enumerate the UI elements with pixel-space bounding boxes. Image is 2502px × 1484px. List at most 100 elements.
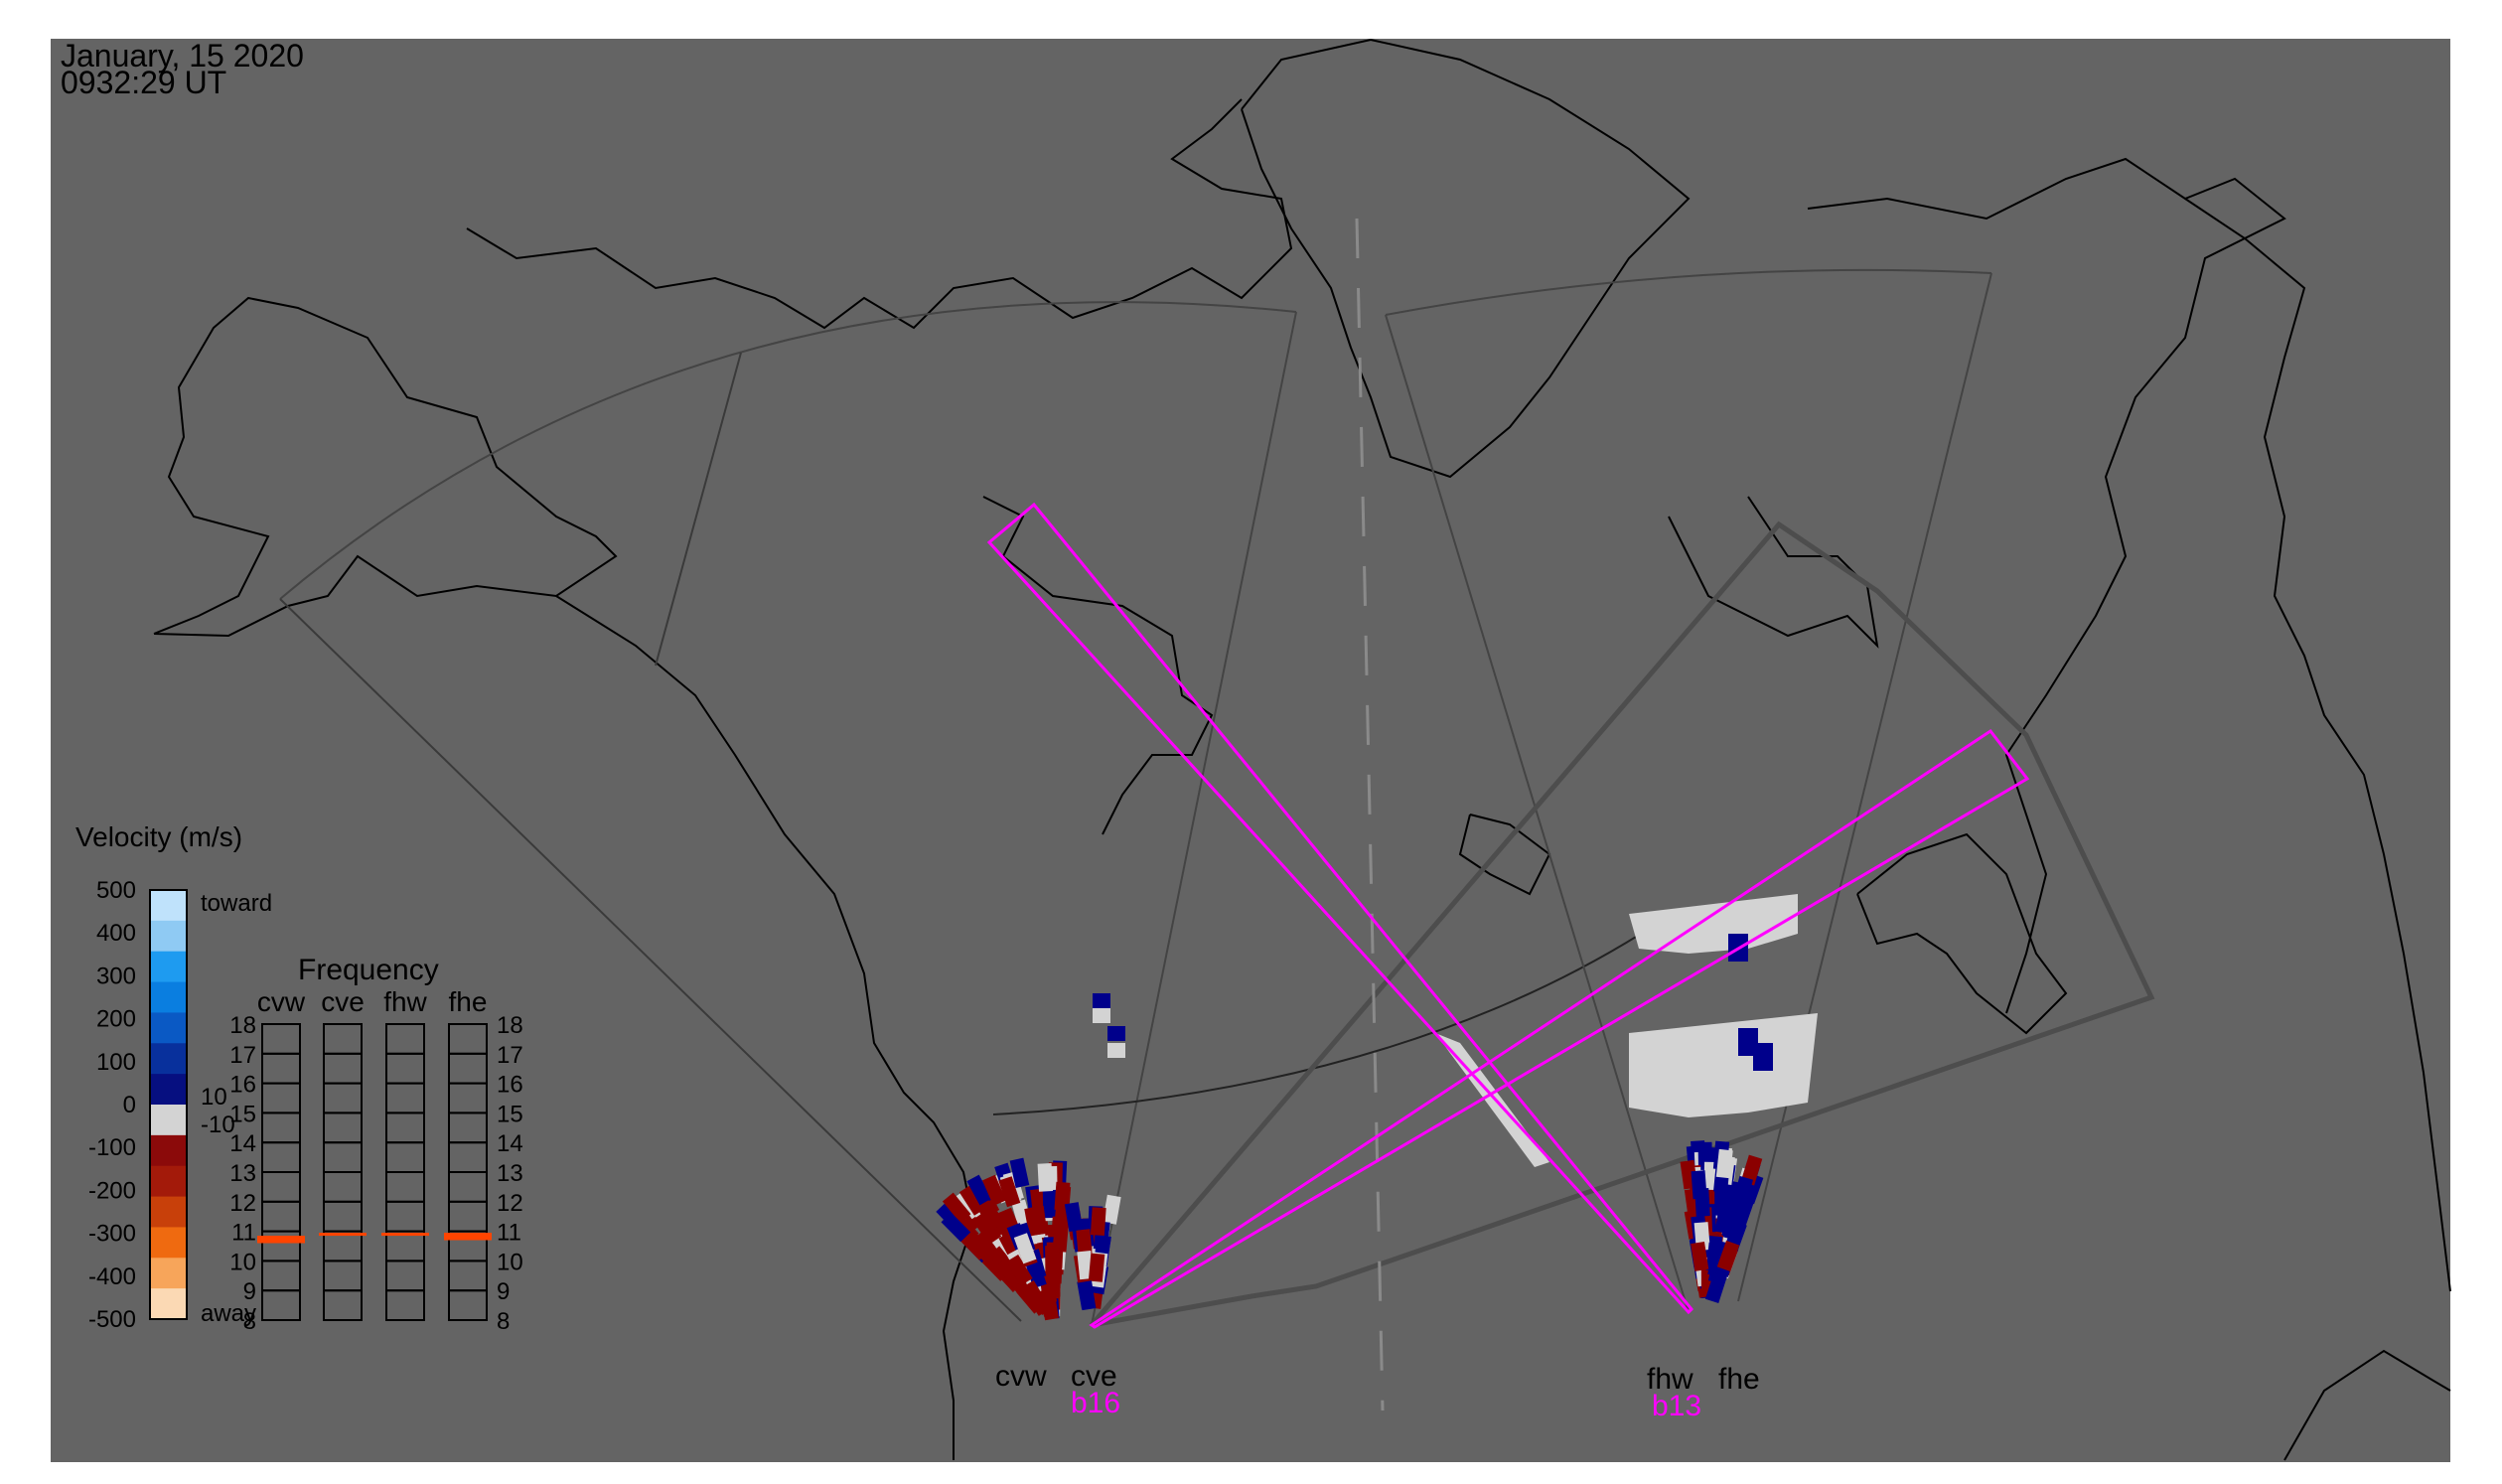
- beam-label-b13: b13: [1652, 1390, 1701, 1422]
- map-background: [51, 39, 2450, 1462]
- fov-cvw-arc: [279, 301, 1297, 600]
- echo-cell: [1103, 1194, 1121, 1225]
- frequency-tick-left: 17: [229, 1042, 256, 1069]
- colorbar-tick-label: -400: [88, 1263, 136, 1290]
- time-label: 0932:29 UT: [61, 65, 226, 100]
- coastline-alaska: [153, 296, 618, 638]
- toward-label: toward: [201, 890, 272, 917]
- frequency-tick-right: 13: [497, 1160, 523, 1187]
- echo-cell: [973, 1213, 1002, 1245]
- coastline-svalbard-europe: [1668, 496, 1879, 649]
- coastline-scandinavia: [1856, 832, 2068, 1035]
- echo-cell: [1691, 1242, 1709, 1271]
- echo-cell: [1013, 1233, 1037, 1264]
- frequency-tick-left: 13: [229, 1160, 256, 1187]
- echo-cell: [1006, 1255, 1033, 1286]
- echo-cell: [968, 1234, 998, 1264]
- colorbar-segment: [150, 1105, 187, 1136]
- coastline-asia: [1807, 157, 2286, 1014]
- frequency-tick-left: 11: [231, 1220, 256, 1247]
- colorbar-segment: [150, 1165, 187, 1198]
- coastline-arctic-canada: [466, 98, 1293, 330]
- echo-cell: [1716, 1240, 1740, 1271]
- echo-cell: [1694, 1188, 1710, 1217]
- colorbar-segment: [150, 1074, 187, 1106]
- frequency-band-cve: [319, 1233, 367, 1237]
- date-label: January, 15 2020: [61, 38, 304, 74]
- frequency-radar-label: cvw: [257, 986, 306, 1017]
- colorbar-segment: [150, 920, 187, 953]
- frequency-title: Frequency: [298, 954, 439, 986]
- frequency-radar-label: fhe: [449, 986, 488, 1017]
- ground-scatter-patch: [1629, 1013, 1818, 1117]
- coastline-hudson-bay: [982, 496, 1214, 835]
- frequency-tick-right: 11: [497, 1220, 521, 1247]
- echo-cell: [982, 1174, 1007, 1206]
- colorbar-tick-label: 0: [123, 1092, 136, 1118]
- coastline-japan-east: [2283, 1349, 2451, 1461]
- colorbar-tick-label: 400: [96, 920, 136, 947]
- frequency-tick-right: 9: [497, 1278, 510, 1305]
- echo-cell: [1715, 1148, 1733, 1179]
- echo-cell: [941, 1212, 971, 1243]
- fov-fhe-right-edge: [1737, 272, 1992, 1302]
- echo-cell: [942, 1192, 971, 1224]
- echo-cell: [998, 1176, 1021, 1208]
- echo-cell: [1093, 993, 1110, 1008]
- colorbar-segment: [150, 1258, 187, 1289]
- frequency-cell: [385, 1023, 425, 1055]
- colorbar-tick-label: -200: [88, 1177, 136, 1204]
- coastlines: [153, 38, 2451, 1461]
- fov-fhw-left-edge: [1385, 314, 1690, 1313]
- colorbar-tick-label: 500: [96, 877, 136, 904]
- echo-cell: [1029, 1206, 1048, 1236]
- coastline-british-isles: [1458, 814, 1551, 896]
- colorbar-segment: [150, 1043, 187, 1075]
- echo-cell: [1037, 1163, 1054, 1192]
- frequency-band-fhw: [381, 1233, 429, 1237]
- beam-label-b16: b16: [1071, 1387, 1120, 1419]
- frequency-tick-left: 12: [229, 1190, 256, 1217]
- echo-cell: [1078, 1280, 1097, 1311]
- radar-label-fhw: fhw: [1647, 1363, 1693, 1396]
- echo-cell: [1753, 1043, 1773, 1071]
- frequency-radar-label: cve: [321, 986, 365, 1017]
- coastline-greenland: [1241, 38, 1691, 479]
- fov-thick-outline: [1090, 520, 2155, 1328]
- echo-cell: [1704, 1272, 1727, 1304]
- velocity-colorbar: [149, 889, 188, 1320]
- ground-scatter-tick-upper: 10: [201, 1084, 227, 1111]
- beam-b16-cve[interactable]: [1089, 728, 2030, 1329]
- colorbar-tick-label: 100: [96, 1049, 136, 1076]
- frequency-band-fhe: [444, 1233, 492, 1241]
- frequency-tick-left: 18: [229, 1012, 256, 1039]
- radar-label-cvw: cvw: [995, 1360, 1047, 1393]
- frequency-tick-left: 14: [229, 1130, 256, 1157]
- echo-cell: [1042, 1189, 1058, 1219]
- colorbar-tick-label: -500: [88, 1306, 136, 1333]
- colorbar-tick-label: 200: [96, 1006, 136, 1033]
- echo-cell: [1024, 1258, 1047, 1289]
- colorbar-segment: [150, 1196, 187, 1228]
- colorbar-tick-label: -300: [88, 1221, 136, 1248]
- beam-b13-fhw[interactable]: [986, 502, 1694, 1315]
- echo-cell: [1731, 1175, 1754, 1207]
- echo-cell: [1093, 1008, 1110, 1023]
- frequency-radar-label: fhw: [383, 986, 427, 1017]
- radar-label-fhe: fhe: [1718, 1363, 1760, 1396]
- fov-cve-right-edge: [1091, 311, 1297, 1326]
- echo-cell: [1053, 1205, 1071, 1235]
- echo-cell: [1076, 1229, 1093, 1259]
- frequency-tick-right: 14: [497, 1130, 523, 1157]
- echo-cell: [1045, 1245, 1060, 1274]
- echo-cell: [1009, 1157, 1030, 1188]
- colorbar-segment: [150, 981, 187, 1013]
- colorbar-segment: [150, 1227, 187, 1259]
- echo-cell: [1731, 1196, 1755, 1228]
- frequency-tick-left: 9: [243, 1278, 256, 1305]
- echo-cell: [1714, 1203, 1733, 1234]
- frequency-tick-right: 8: [497, 1308, 510, 1335]
- fov-cve-inner-arc: [992, 928, 1650, 1115]
